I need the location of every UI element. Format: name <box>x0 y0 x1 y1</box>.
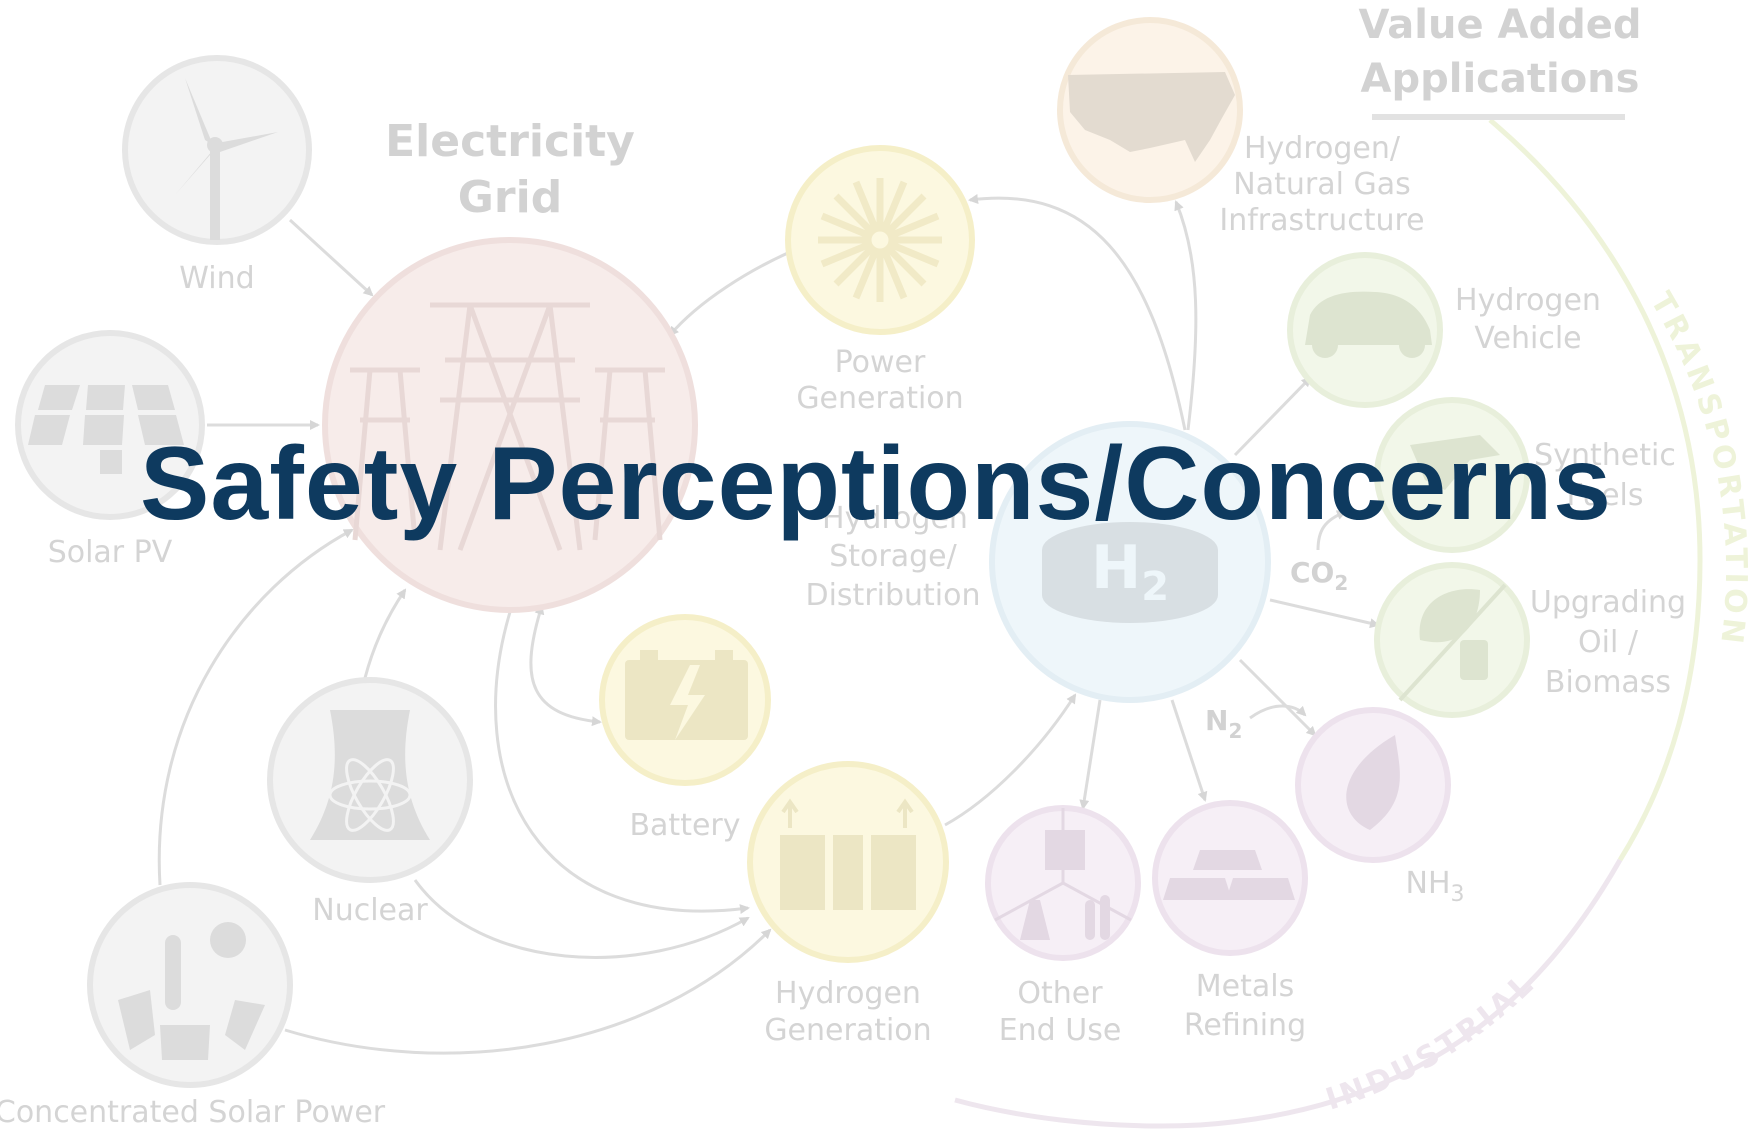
node-label-line1: Other <box>1017 976 1103 1011</box>
arrow-h2gen-h2storage <box>944 693 1077 827</box>
value-added-arcs <box>954 114 1703 1129</box>
arrow-grid-h2gen <box>494 611 750 914</box>
fuel-nozzle-icon <box>1410 435 1500 490</box>
node-wind: Wind <box>122 55 312 296</box>
arrow-nuclear-h2gen <box>413 879 750 959</box>
battery-icon <box>625 650 748 740</box>
arrow-powergen-grid <box>668 250 791 337</box>
node-hydrogen-generation: Hydrogen Generation <box>747 761 949 1048</box>
electrolyzer-icon <box>780 798 916 910</box>
car-icon <box>1305 291 1432 358</box>
node-label-line2: Natural Gas <box>1233 167 1410 202</box>
node-label-line2: Oil / <box>1578 625 1639 660</box>
node-solar-pv: Solar PV <box>15 330 205 570</box>
arrow-csp-grid <box>157 528 354 886</box>
connector-arrows <box>157 194 1380 1055</box>
industrial-arc <box>954 858 1623 1129</box>
node-label: Battery <box>629 808 740 843</box>
lab-flask-icon <box>1020 830 1110 940</box>
node-label-line2: Fuels <box>1566 478 1643 513</box>
node-synthetic-fuels: Synthetic Fuels <box>1374 397 1676 553</box>
node-power-generation: Power Generation <box>785 145 975 416</box>
node-label: Concentrated Solar Power <box>0 1095 386 1130</box>
node-label-line1: Hydrogen <box>822 501 968 536</box>
arrow-h2storage-powergen <box>968 194 1187 431</box>
leaf-oil-icon <box>1398 583 1507 702</box>
node-label-line2: Generation <box>764 1013 931 1048</box>
arrow-n2-nh3 <box>1249 704 1307 720</box>
node-label: Wind <box>179 261 254 296</box>
arrow-csp-h2gen <box>284 928 772 1055</box>
metal-ingots-icon <box>1163 850 1295 900</box>
arrow-grid-battery <box>529 604 602 727</box>
wind-turbine-icon <box>175 78 278 240</box>
node-label-line1: Hydrogen/ <box>1244 131 1401 166</box>
concentrated-solar-icon <box>118 922 265 1060</box>
node-electricity-grid: Electricity Grid <box>322 116 698 613</box>
arrow-h2storage-infra <box>1174 200 1198 431</box>
node-nuclear: Nuclear <box>267 677 473 928</box>
node-label-line2: Refining <box>1184 1008 1306 1043</box>
section-header-line1: Value Added <box>1359 2 1642 48</box>
slide-title: Safety Perceptions/Concerns <box>140 426 1612 542</box>
arrow-wind-grid <box>288 218 374 297</box>
node-hydrogen-storage: H2 Hydrogen Storage/ Distribution <box>805 421 1271 703</box>
node-label-line2: End Use <box>999 1013 1122 1048</box>
node-label-line1: Electricity <box>385 116 635 167</box>
node-label-line2: Vehicle <box>1474 321 1581 356</box>
node-label-line3: Distribution <box>805 578 980 613</box>
node-nh3: NH3 <box>1295 707 1465 907</box>
node-label-line1: Power <box>835 345 926 380</box>
node-hydrogen-vehicle: Hydrogen Vehicle <box>1287 252 1601 408</box>
node-label-line1: Hydrogen <box>775 976 921 1011</box>
arrow-h2storage-vehicle <box>1233 376 1312 457</box>
node-label-line1: Synthetic <box>1534 438 1676 473</box>
node-label-line1: Upgrading <box>1530 585 1686 620</box>
node-label-line3: Biomass <box>1545 665 1671 700</box>
node-upgrading: Upgrading Oil / Biomass <box>1374 562 1686 718</box>
section-header-line2: Applications <box>1361 56 1640 102</box>
node-metals-refining: Metals Refining <box>1152 800 1308 1043</box>
arrow-h2storage-metals <box>1170 699 1208 802</box>
h2-icon-text: H2 <box>1091 533 1169 610</box>
node-infrastructure: Hydrogen/ Natural Gas Infrastructure <box>1057 17 1425 238</box>
node-label-line2: Storage/ <box>829 539 957 574</box>
industrial-arc-label: INDUSTRIAL <box>1322 965 1543 1117</box>
node-label-line1: Hydrogen <box>1455 283 1601 318</box>
turbine-icon <box>818 178 942 302</box>
arrow-h2storage-upgrading <box>1269 598 1380 629</box>
node-label: NH3 <box>1406 866 1465 907</box>
node-label: Solar PV <box>48 535 173 570</box>
node-battery: Battery <box>599 614 771 843</box>
arrow-nuclear-grid <box>363 588 407 679</box>
atom-icon <box>328 758 412 832</box>
solar-panel-icon <box>28 385 184 474</box>
transportation-arc <box>1488 118 1703 862</box>
ammonia-flame-icon <box>1346 735 1400 830</box>
co2-input-label: CO2 <box>1290 556 1348 595</box>
power-tower-icon <box>350 302 665 551</box>
us-map-icon <box>1068 72 1235 162</box>
node-label-line2: Grid <box>458 172 562 223</box>
arrow-h2storage-nh3 <box>1238 658 1317 737</box>
node-label-line2: Generation <box>796 381 963 416</box>
node-label-line3: Infrastructure <box>1219 203 1424 238</box>
node-csp: Concentrated Solar Power <box>0 882 386 1130</box>
n2-input-label: N2 <box>1205 704 1242 743</box>
node-other-end-use: Other End Use <box>985 805 1141 1048</box>
hydrogen-storage-icon <box>1042 522 1218 623</box>
node-label-line1: Metals <box>1196 969 1294 1004</box>
arrow-h2storage-other <box>1079 699 1102 810</box>
node-label: Nuclear <box>312 893 428 928</box>
arrow-co2-synfuel <box>1316 510 1347 551</box>
nuclear-plant-icon <box>310 710 430 840</box>
